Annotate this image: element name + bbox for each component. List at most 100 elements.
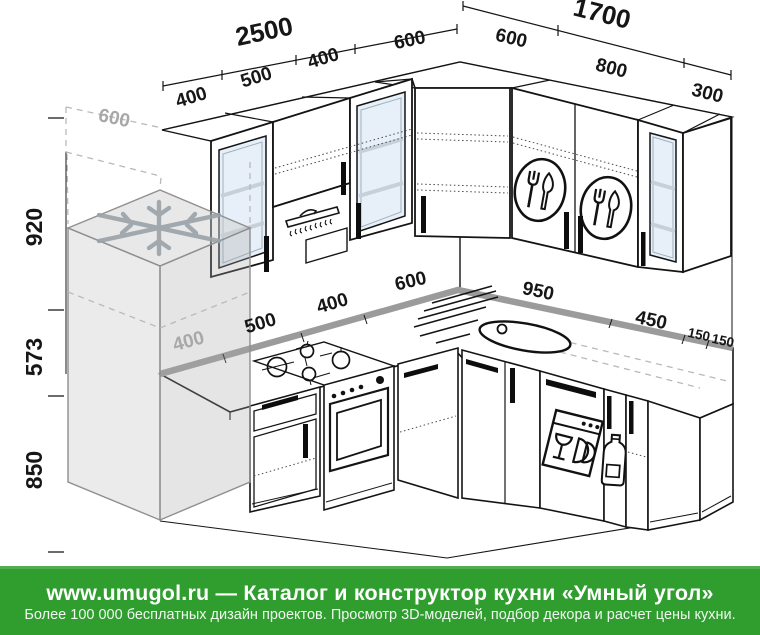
hood-cabinet-500 [272, 96, 351, 264]
dim-upper-400-2: 400 [305, 44, 341, 73]
corner-base-front [397, 346, 459, 500]
upper-cabinet-300 [637, 116, 732, 274]
drawer-handle [262, 395, 298, 410]
oven-icon [328, 386, 390, 473]
counter-chain-ticks [222, 314, 710, 364]
glass-reflection [220, 181, 265, 238]
dim-upper-300: 300 [689, 80, 725, 108]
sink-door-handle [466, 359, 498, 373]
stove-knob [349, 387, 355, 393]
faucet-hole [496, 323, 508, 335]
glass-reflection [650, 180, 676, 233]
shelf-dotted [399, 415, 457, 433]
fridge-front-right [159, 226, 251, 522]
footer-subtitle: Более 100 000 бесплатных дизайн проектов… [24, 607, 736, 623]
glass-inner-frame [652, 136, 674, 259]
sink-door-handle-2 [510, 368, 515, 403]
dim-corner-right-600: 600 [493, 25, 529, 53]
base-500-front [249, 385, 321, 514]
dim-height-920: 920 [21, 208, 47, 246]
corner-base-cabinet [397, 346, 459, 500]
dim-ticks-right [462, 1, 732, 80]
base-cabinets [249, 340, 734, 531]
dim-upper-400-1: 400 [173, 83, 209, 112]
height-chain-ticks [48, 117, 64, 553]
dim-line-left [162, 28, 458, 87]
end-side-panel [699, 402, 734, 522]
dim-base-600: 600 [393, 268, 429, 296]
upper-cabinets [161, 61, 735, 279]
glass-door [356, 91, 406, 234]
extractor-hood-icon [272, 182, 351, 264]
glass-inner-frame [360, 97, 402, 228]
dim-wall-left-total: 2500 [233, 11, 296, 52]
end-angled-face [647, 399, 701, 531]
cooktop-top [251, 341, 397, 386]
upper-cabinet-800 [511, 86, 639, 269]
dim-height-573: 573 [21, 338, 47, 376]
door-handle [303, 424, 308, 458]
glass-reflection [358, 137, 404, 198]
dishwasher-icon [541, 408, 605, 478]
plinth-line [251, 488, 319, 505]
dim-wall-right-total: 1700 [570, 0, 633, 35]
cutlery-icon [579, 175, 633, 241]
dim-over-fridge-600: 600 [96, 105, 131, 132]
glass-door [649, 132, 677, 263]
cooktop-burners-icon [261, 340, 351, 386]
dishwasher-450 [539, 369, 605, 522]
cab-handle [564, 212, 569, 249]
cab-handle [356, 203, 361, 239]
end-plinth [649, 495, 732, 523]
footer-banner: www.umugol.ru — Каталог и конструктор ку… [0, 566, 760, 635]
cab-side [682, 116, 732, 274]
stove-plinth [325, 482, 393, 503]
stove-knob [340, 390, 346, 396]
stove-knob [331, 393, 337, 399]
footer-title: www.umugol.ru — Каталог и конструктор ку… [46, 581, 714, 605]
cutlery-icon [513, 157, 567, 223]
base-cabinet-500 [249, 385, 321, 514]
kitchen-drawing: 2500 1700 400 500 400 600 600 800 300 60… [21, 0, 736, 559]
sink-icon [478, 320, 572, 354]
bottle-icon [600, 433, 627, 487]
cab-handle [578, 216, 583, 253]
dim-height-850: 850 [21, 451, 47, 489]
end-door-handle [629, 401, 634, 434]
corner-angled-door [414, 87, 511, 239]
dim-base-400: 400 [314, 289, 350, 318]
drainboard-lines [413, 285, 499, 344]
dim-upper-500: 500 [238, 63, 274, 92]
fridge-front-left [67, 226, 161, 522]
counter-back-band [159, 286, 734, 378]
cab-handle [264, 236, 269, 272]
dim-upper-800: 800 [593, 55, 629, 83]
stove-knob [358, 384, 364, 390]
stove [251, 340, 397, 512]
stove-knob-large [376, 376, 384, 384]
corner-upper-cabinet [411, 78, 512, 239]
phantom-cabinet-over-fridge [65, 106, 251, 225]
glass-inner-frame [222, 141, 263, 264]
counter-hidden-edges [559, 339, 732, 389]
bottle-cargo-150 [600, 387, 627, 529]
end-unit-150 [625, 393, 734, 531]
cab-handle [341, 162, 346, 195]
shelf-dotted-corner [416, 132, 509, 194]
cab-handle [641, 232, 646, 266]
upper-cabinet-400-right [274, 77, 413, 242]
dim-base-150-2: 150 [710, 331, 735, 350]
dim-ticks-left [162, 24, 458, 91]
dim-corner-left-600: 600 [392, 27, 427, 54]
dim-base-150-1: 150 [686, 325, 711, 344]
dishwasher-handle [546, 379, 596, 398]
sink-base-doors [461, 348, 541, 509]
shelf-dotted [627, 451, 647, 458]
shelf-dotted [253, 457, 317, 477]
fridge [65, 106, 252, 522]
corner-handle [421, 196, 426, 233]
shelf-dotted-right [512, 136, 638, 178]
snowflake-icon [96, 199, 222, 257]
floor-edge [159, 520, 661, 559]
